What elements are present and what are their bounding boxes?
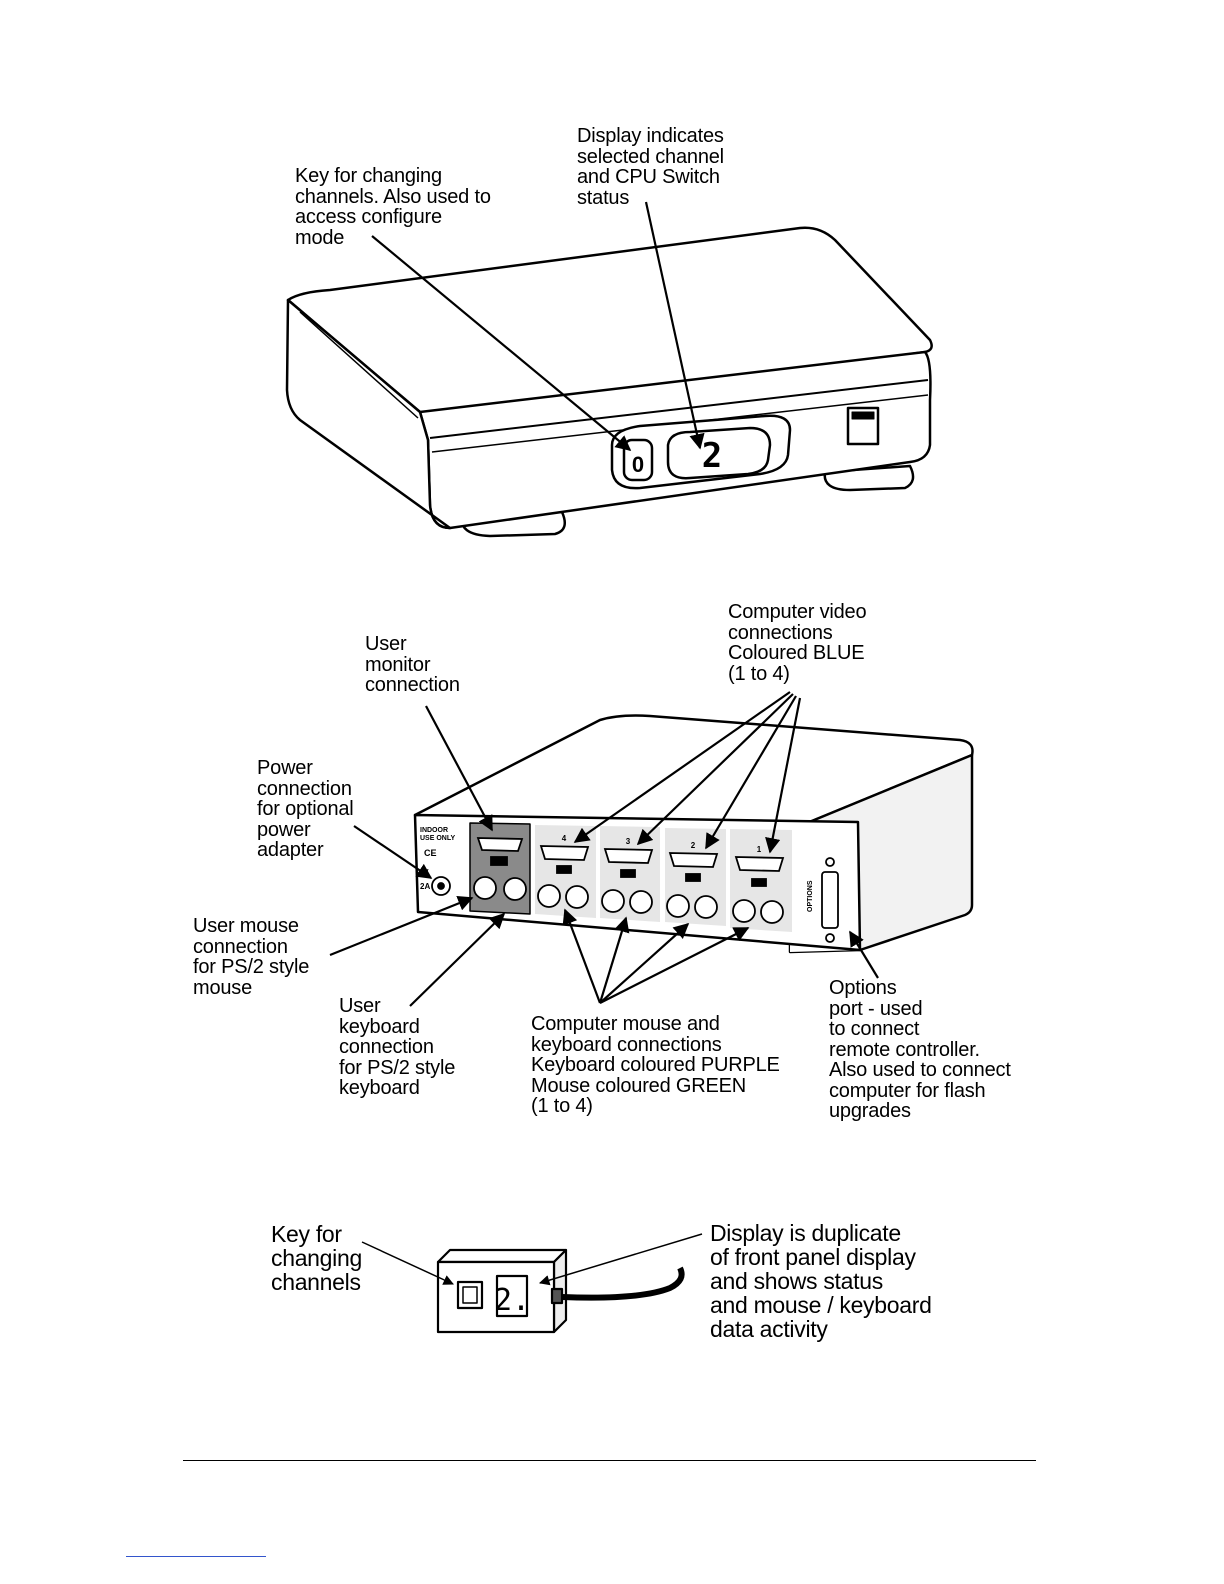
arrow-mk-4 [562,908,602,1004]
options-screw-bottom [825,933,835,943]
front-indicator-label [851,411,875,420]
front-display-digit: 2 [702,436,722,476]
front-key-label: Key for changing channels. Also used to … [295,165,491,249]
arrow-mk-2 [599,922,690,1004]
rear-unit [413,714,974,954]
mouse-port-4 [537,884,561,908]
ch1-label-block [751,878,767,887]
ch3-label-block [620,869,636,878]
front-display-label: Display indicates selected channel and C… [577,125,724,209]
remote-cable-plug [550,1287,564,1305]
keyboard-port-2 [694,895,718,919]
keyboard-port-3 [629,890,653,914]
rear-top-surface [413,714,974,832]
channel-number-3: 3 [626,837,631,846]
panel-options-text: OPTIONS [807,880,814,912]
arrow-video-1 [765,697,802,854]
arrow-remote-display [538,1233,703,1286]
remote-top [436,1248,568,1264]
rear-video-label: Computer video connections Coloured BLUE… [728,601,867,685]
options-screw-top [825,857,835,867]
panel-indoor-2: USE ONLY [420,835,455,842]
mouse-port-1 [732,899,756,923]
rear-monitor-label: User monitor connection [365,633,460,696]
arrow-remote-key [361,1241,454,1285]
rear-arrows [329,691,879,1007]
remote-key-label: Key for changing channels [271,1221,362,1295]
arrow-mk-1 [599,927,750,1004]
channel-number-1: 1 [757,845,762,854]
user-port-label-block [490,856,508,866]
arrow-front-display [644,201,705,450]
front-left-side [285,298,452,530]
keyboard-port-4 [565,885,589,909]
arrow-video-3 [636,693,794,846]
channel-number-2: 2 [691,841,696,850]
user-mouse-port [473,876,497,900]
options-port [821,871,839,929]
rear-ports [431,837,839,943]
footer-rule [183,1460,1036,1461]
remote-cable [561,1266,685,1301]
rear-user-port-panel [469,822,531,915]
power-jack-pin [437,882,445,890]
front-bevel-line [429,379,929,439]
user-keyboard-port [503,877,527,901]
keyboard-port-1 [760,900,784,924]
mouse-port-2 [666,894,690,918]
arrow-user-mouse [329,896,474,957]
ch2-label-block [685,873,701,882]
rear-mouse-label: User mouse connection for PS/2 style mou… [193,915,310,999]
arrow-user-monitor [425,705,493,832]
video-port-3 [603,848,654,864]
rear-options-label: Options port - used to connect remote co… [829,977,1011,1122]
arrow-user-keyboard [409,912,506,1007]
video-port-1 [734,856,785,872]
rear-computer-mk-label: Computer mouse and keyboard connections … [531,1013,780,1117]
video-port-2 [668,852,719,868]
panel-2a: 2A [420,882,430,891]
rear-keyboard-label: User keyboard connection for PS/2 style … [339,995,456,1099]
remote-key-inner [462,1286,478,1304]
remote-display-window [495,1274,529,1318]
arrow-mk-3 [598,916,630,1004]
arrow-video-4 [573,691,791,843]
panel-indoor-1: INDOOR [420,827,448,834]
panel-ce-mark: CE [424,848,437,858]
channel-number-4: 4 [562,834,567,843]
ch4-label-block [556,865,572,874]
arrow-options [849,930,879,979]
arrow-power [353,825,433,879]
front-side-edge [299,311,419,419]
remote-display-digit: 2. [494,1283,530,1318]
remote-display-label: Display is duplicate of front panel disp… [710,1220,932,1342]
front-key-digit: 0 [632,452,644,477]
front-unit [285,226,933,538]
remote-unit [436,1248,685,1334]
footer-link-underline[interactable] [126,1556,266,1557]
arrow-front-key [371,235,632,451]
user-video-port [476,837,524,852]
arrow-video-2 [705,695,797,850]
rear-power-label: Power connection for optional power adap… [257,757,354,861]
mouse-port-3 [601,889,625,913]
video-port-4 [539,845,590,861]
